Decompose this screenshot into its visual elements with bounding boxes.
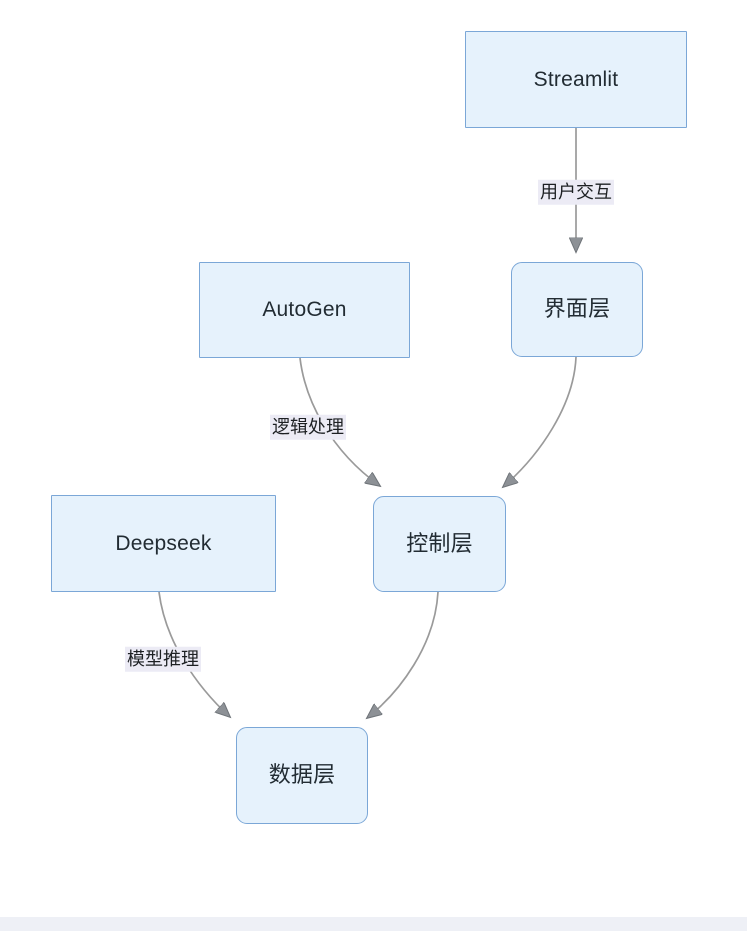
node-data-layer[interactable]: 数据层 xyxy=(236,727,368,824)
node-ui-layer[interactable]: 界面层 xyxy=(511,262,643,357)
node-control-layer[interactable]: 控制层 xyxy=(373,496,506,592)
node-deepseek-label: Deepseek xyxy=(115,531,212,555)
edge-label-model-inference: 模型推理 xyxy=(125,646,201,672)
node-data-layer-label: 数据层 xyxy=(268,762,336,788)
edge-ctrl-layer-to-data-layer xyxy=(367,591,439,718)
node-autogen-label: AutoGen xyxy=(262,298,347,322)
edge-label-user-interaction: 用户交互 xyxy=(538,179,614,205)
node-streamlit-label: Streamlit xyxy=(533,67,619,91)
node-deepseek[interactable]: Deepseek xyxy=(51,495,276,592)
node-ui-layer-label: 界面层 xyxy=(543,296,611,322)
edge-ui-layer-to-ctrl-layer xyxy=(503,356,577,487)
node-control-layer-label: 控制层 xyxy=(406,530,473,556)
bottom-band xyxy=(0,917,747,931)
node-autogen[interactable]: AutoGen xyxy=(199,262,410,358)
edge-label-logic-processing: 逻辑处理 xyxy=(270,414,346,440)
node-streamlit[interactable]: Streamlit xyxy=(465,31,687,128)
